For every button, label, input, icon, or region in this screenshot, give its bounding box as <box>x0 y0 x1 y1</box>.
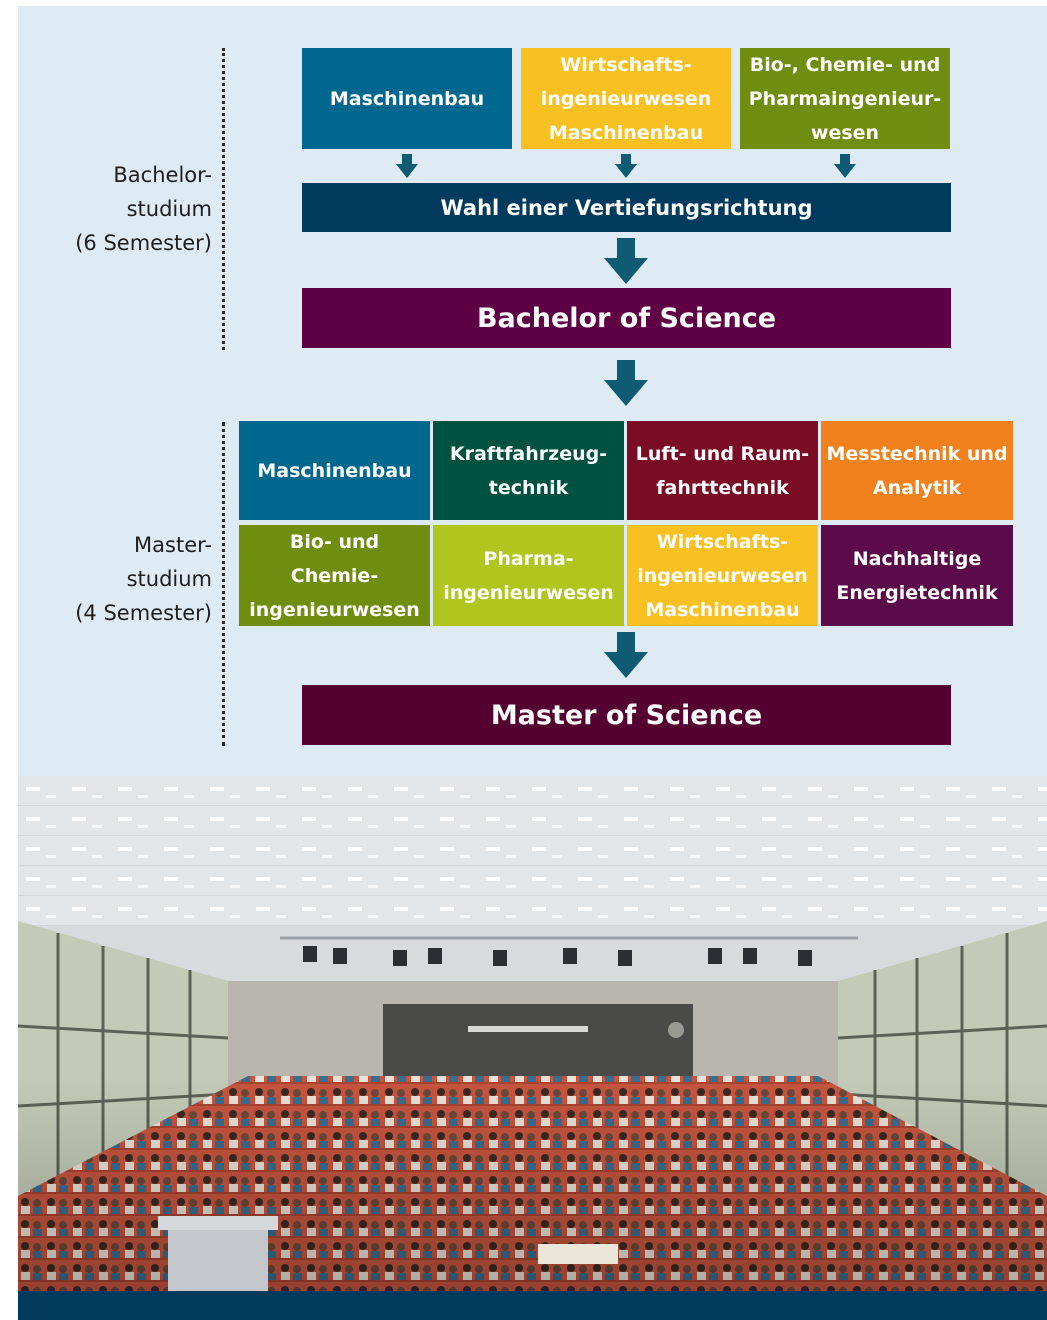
master-phase-label: Master- studium (4 Semester) <box>75 533 212 625</box>
master-dotted-divider <box>222 422 225 746</box>
down-arrow-icon <box>834 154 856 178</box>
down-arrow-icon <box>604 632 648 678</box>
bachelor-phase-label: Bachelor- studium (6 Semester) <box>75 163 212 255</box>
master-program-luft-und-raumfahrttechnik: Luft- und Raum- fahrttechnik <box>627 421 818 520</box>
bachelor-program-bio-chemie-pharma: Bio-, Chemie- und Pharmaingenieur- wesen <box>740 48 950 149</box>
specialization-bar: Wahl einer Vertiefungsrichtung <box>302 183 951 232</box>
down-arrow-icon <box>396 154 418 178</box>
master-program-maschinenbau: Maschinenbau <box>239 421 430 520</box>
down-arrow-icon <box>604 360 648 406</box>
bachelor-dotted-divider <box>222 48 225 350</box>
master-program-kraftfahrzeugtechnik: Kraftfahrzeug- technik <box>433 421 624 520</box>
bachelor-program-maschinenbau: Maschinenbau <box>302 48 512 149</box>
lecture-hall-illustration <box>18 776 1047 1291</box>
down-arrow-icon <box>615 154 637 178</box>
master-degree-bar: Master of Science <box>302 685 951 745</box>
bachelor-program-wirtschaftsingenieurwesen: Wirtschafts- ingenieurwesen Maschinenbau <box>521 48 731 149</box>
bachelor-degree-bar: Bachelor of Science <box>302 288 951 348</box>
down-arrow-icon <box>604 238 648 284</box>
master-program-nachhaltige-energietechnik: Nachhaltige Energietechnik <box>821 525 1013 626</box>
lecture-hall-photo <box>18 776 1047 1291</box>
master-program-pharmaingenieurwesen: Pharma- ingenieurwesen <box>433 525 624 626</box>
footer-bar <box>18 1291 1047 1320</box>
master-program-bio-und-chemieingenieurwesen: Bio- und Chemie- ingenieurwesen <box>239 525 430 626</box>
master-program-messtechnik-und-analytik: Messtechnik und Analytik <box>821 421 1013 520</box>
master-program-wirtschaftsingenieurwesen: Wirtschafts- ingenieurwesen Maschinenbau <box>627 525 818 626</box>
